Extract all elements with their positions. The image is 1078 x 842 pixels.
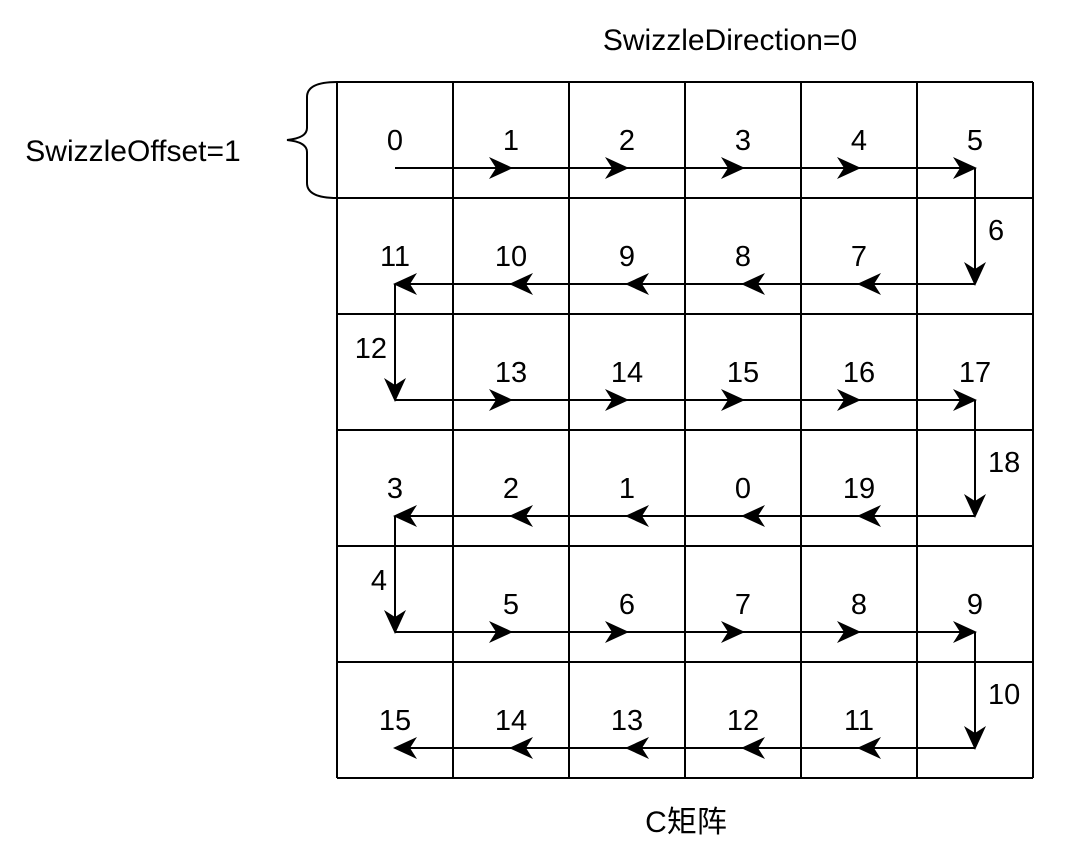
cell-number: 0 (735, 473, 751, 505)
cell-number: 8 (851, 589, 867, 621)
cell-number: 3 (735, 125, 751, 157)
cell-number: 14 (495, 705, 527, 737)
cell-number: 10 (988, 679, 1020, 711)
cell-number: 6 (619, 589, 635, 621)
cell-number: 11 (380, 241, 410, 273)
traversal-path (384, 157, 986, 759)
cell-number: 15 (727, 357, 759, 389)
diagram-title: SwizzleDirection=0 (603, 24, 857, 57)
cell-number: 8 (735, 241, 751, 273)
cell-number: 7 (851, 241, 867, 273)
cell-number: 18 (988, 447, 1020, 479)
cell-number: 9 (967, 589, 983, 621)
cell-number: 12 (355, 333, 387, 365)
cell-number: 0 (387, 125, 403, 157)
matrix-caption: C矩阵 (645, 806, 727, 839)
cell-number: 6 (988, 215, 1004, 247)
cell-number: 11 (844, 705, 874, 737)
cell-number: 19 (843, 473, 875, 505)
cell-number: 13 (611, 705, 643, 737)
cell-number: 7 (735, 589, 751, 621)
cell-number: 10 (495, 241, 527, 273)
cell-number: 2 (503, 473, 519, 505)
cell-number: 15 (379, 705, 411, 737)
cell-number: 5 (967, 125, 983, 157)
cell-number: 17 (959, 357, 991, 389)
cell-number: 4 (371, 565, 387, 597)
swizzle-offset-label: SwizzleOffset=1 (25, 135, 240, 168)
cell-number: 13 (495, 357, 527, 389)
cell-number: 9 (619, 241, 635, 273)
cell-number: 2 (619, 125, 635, 157)
cell-number: 3 (387, 473, 403, 505)
cell-number: 14 (611, 357, 643, 389)
cell-number: 5 (503, 589, 519, 621)
cell-number: 16 (843, 357, 875, 389)
cell-number: 4 (851, 125, 867, 157)
cell-number: 1 (619, 473, 635, 505)
cell-number: 1 (503, 125, 519, 157)
cell-number: 12 (727, 705, 759, 737)
matrix-grid (336, 81, 1034, 779)
offset-brace (286, 81, 338, 199)
